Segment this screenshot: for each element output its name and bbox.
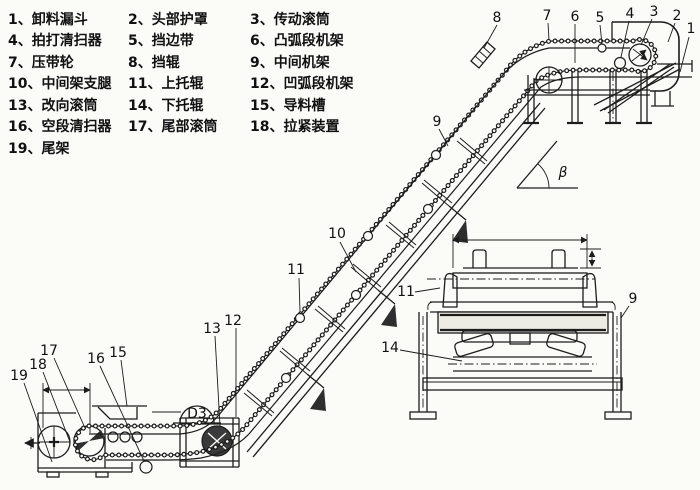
frame-rail bbox=[252, 107, 546, 458]
legend: 1、卸料漏斗 2、头部护罩 3、传动滚筒 4、拍打清扫器 5、挡边带 6、凸弧段… bbox=[8, 11, 353, 157]
legend-item-8: 8、挡辊 bbox=[128, 54, 180, 71]
legend-item-19: 19、尾架 bbox=[8, 140, 69, 157]
legend-item-3: 3、传动滚筒 bbox=[250, 11, 330, 28]
return-cleaner bbox=[139, 460, 153, 474]
legend-item-1: 1、卸料漏斗 bbox=[8, 11, 88, 28]
section-lower-bar bbox=[422, 377, 623, 391]
section-legs bbox=[409, 312, 632, 420]
legend-item-4: 4、拍打清扫器 bbox=[8, 32, 103, 49]
callout-2: 2 bbox=[673, 8, 682, 24]
legend-item-17: 17、尾部滚筒 bbox=[128, 118, 217, 135]
cleat-height-dimension bbox=[580, 248, 601, 269]
beater-cleaner bbox=[613, 56, 627, 70]
return-run-inner-line bbox=[106, 76, 692, 461]
sidewall-belt-ring bbox=[597, 43, 607, 53]
angle-indicator: β bbox=[516, 140, 578, 189]
callout-13: 13 bbox=[203, 321, 221, 337]
section-callout-14: 14 bbox=[381, 340, 399, 356]
retaining-roller-block bbox=[470, 41, 496, 69]
discharge-hopper bbox=[593, 62, 681, 112]
belt-cleat-bumps-inner bbox=[73, 38, 658, 461]
callout-11: 11 bbox=[287, 262, 305, 278]
tail-section bbox=[24, 383, 153, 478]
legend-item-13: 13、改向滚筒 bbox=[8, 97, 97, 114]
section-callout-9: 9 bbox=[629, 291, 638, 307]
legend-item-11: 11、上托辊 bbox=[128, 75, 203, 92]
callout-16: 16 bbox=[87, 351, 105, 367]
wing-rollers bbox=[442, 272, 598, 308]
legend-item-9: 9、中间机架 bbox=[250, 54, 330, 71]
section-main-beam bbox=[437, 311, 609, 334]
callout-15: 15 bbox=[109, 345, 127, 361]
callout-12: 12 bbox=[224, 313, 242, 329]
legend-item-7: 7、压带轮 bbox=[8, 54, 74, 71]
callout-6: 6 bbox=[571, 9, 580, 25]
belt-cleats bbox=[472, 249, 566, 268]
lower-idler-group bbox=[454, 330, 586, 357]
callout-3: 3 bbox=[650, 4, 659, 20]
callout-18: 18 bbox=[29, 357, 47, 373]
legend-item-2: 2、头部护罩 bbox=[128, 11, 208, 28]
drive-pulley bbox=[628, 43, 652, 67]
callout-7: 7 bbox=[543, 8, 552, 24]
callouts: 8 7 6 5 4 3 2 1 9 10 11 13 12 15 16 17 1… bbox=[10, 4, 696, 463]
legend-item-5: 5、挡边带 bbox=[128, 32, 194, 49]
head-guard bbox=[611, 21, 680, 92]
incline-rollers bbox=[280, 149, 442, 384]
section-callout-11: 11 bbox=[397, 284, 415, 300]
legend-item-15: 15、导料槽 bbox=[250, 97, 325, 114]
callout-1: 1 bbox=[687, 21, 696, 37]
legend-item-18: 18、拉紧装置 bbox=[250, 118, 339, 135]
carry-run-inner-line bbox=[89, 47, 630, 435]
incline-frame bbox=[243, 102, 546, 458]
angle-beta-label: β bbox=[558, 165, 568, 181]
cross-section-view bbox=[409, 234, 632, 420]
legend-item-10: 10、中间架支腿 bbox=[8, 75, 111, 92]
head-section bbox=[470, 21, 693, 125]
legend-item-6: 6、凸弧段机架 bbox=[250, 32, 344, 49]
callout-19: 19 bbox=[10, 368, 28, 384]
frame-rail bbox=[246, 102, 541, 453]
callout-5: 5 bbox=[596, 10, 605, 26]
callout-4: 4 bbox=[626, 6, 635, 22]
concave-section: D3 bbox=[152, 405, 240, 468]
section-belt-top bbox=[427, 267, 595, 289]
legend-item-14: 14、下托辊 bbox=[128, 97, 203, 114]
callout-17: 17 bbox=[40, 343, 58, 359]
drum-diameter-label: D3 bbox=[187, 406, 207, 422]
section-width-dimension bbox=[452, 234, 588, 268]
section-return-belt bbox=[448, 356, 597, 372]
callout-8: 8 bbox=[493, 10, 502, 26]
legend-item-12: 12、凹弧段机架 bbox=[250, 75, 353, 92]
loading-chute bbox=[92, 405, 147, 420]
tail-frame bbox=[37, 412, 133, 478]
legend-item-16: 16、空段清扫器 bbox=[8, 118, 112, 135]
callout-9: 9 bbox=[433, 114, 442, 130]
press-pulley bbox=[535, 66, 563, 94]
callout-10: 10 bbox=[328, 226, 346, 242]
